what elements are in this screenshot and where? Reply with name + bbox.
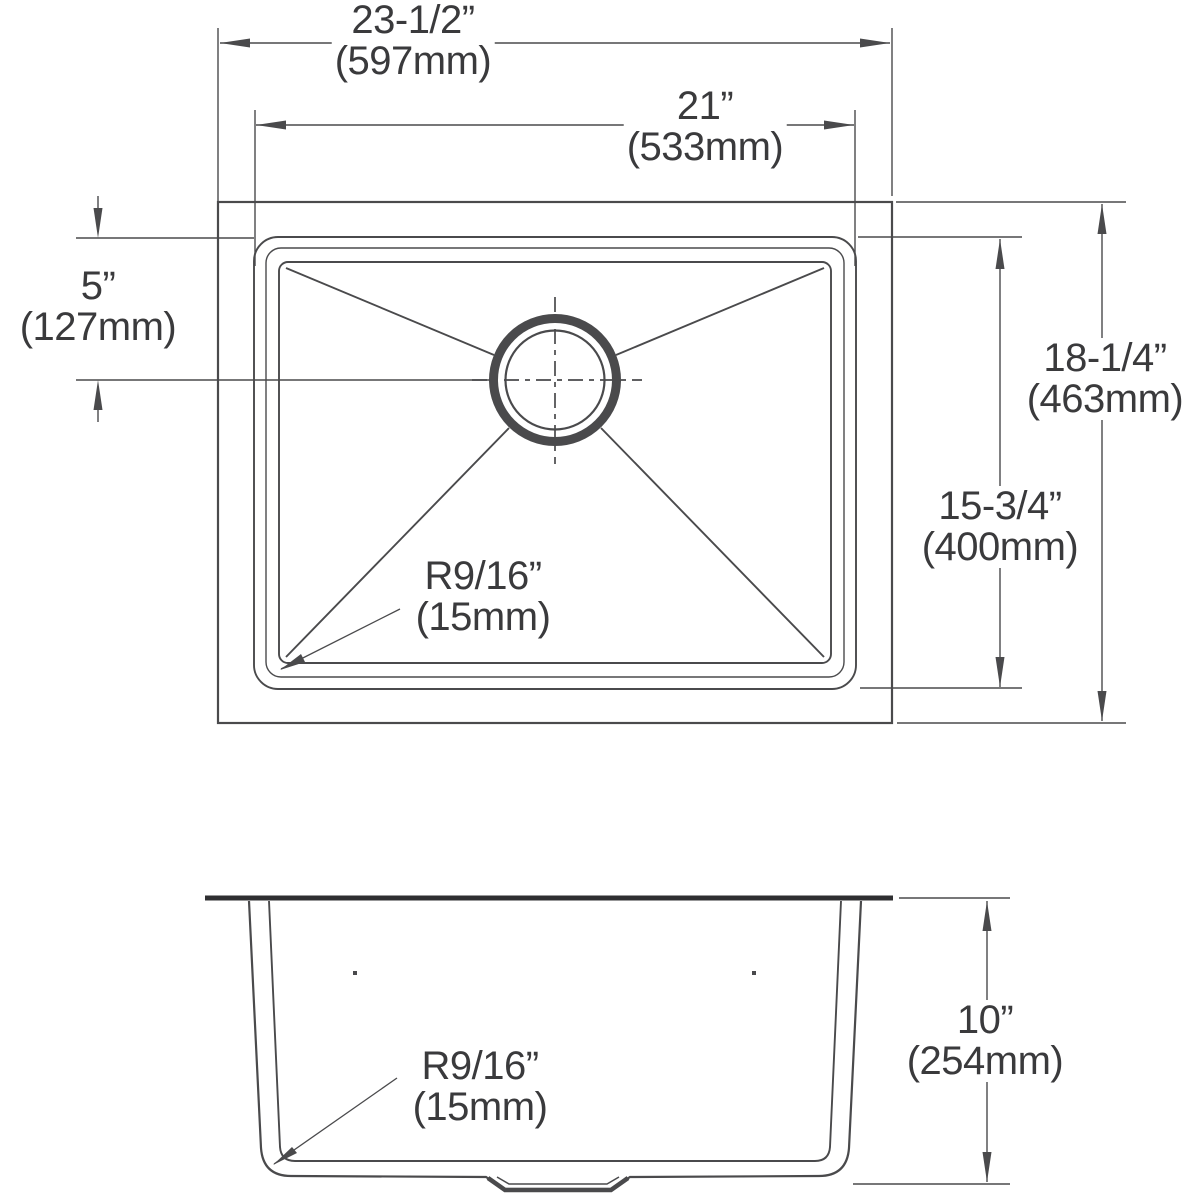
arrow-up-icon [982, 901, 992, 931]
arrow-left-icon [256, 120, 286, 130]
label-overall-front-to-back-inches: 18-1/4” [1043, 336, 1167, 380]
label-overall-front-to-back: 18-1/4” (463mm) [1023, 336, 1187, 421]
arrow-down-icon [93, 208, 103, 238]
arrow-down-icon [1097, 691, 1107, 721]
leader-arrow-icon [280, 654, 305, 670]
label-drain-offset-metric: (127mm) [19, 305, 177, 349]
crease-top-right [615, 267, 825, 356]
label-overall-front-to-back-metric: (463mm) [1026, 377, 1184, 421]
leader-line-radius-front [273, 1077, 398, 1165]
reference-dot-left [353, 971, 357, 975]
label-corner-radius-front-inches: R9/16” [421, 1044, 539, 1088]
bowl-rim-inner-line [265, 247, 845, 678]
crease-bottom-left [285, 427, 510, 658]
sink-outer-rim [216, 200, 894, 725]
arrow-right-icon [860, 38, 890, 48]
arrow-right-icon [824, 120, 854, 130]
bowl-bottom-edge [278, 261, 832, 664]
label-corner-radius-plan-inches: R9/16” [424, 554, 542, 598]
label-drain-offset-inches: 5” [80, 264, 116, 308]
label-bowl-depth-inches: 10” [956, 998, 1014, 1042]
label-drain-offset: 5” (127mm) [16, 264, 180, 349]
label-corner-radius-plan: R9/16” (15mm) [412, 554, 554, 639]
crease-bottom-right [600, 427, 825, 658]
label-overall-width-inches: 23-1/2” [351, 0, 475, 42]
label-corner-radius-plan-metric: (15mm) [415, 595, 551, 639]
label-bowl-front-to-back: 15-3/4” (400mm) [918, 484, 1082, 569]
label-corner-radius-front-metric: (15mm) [412, 1085, 548, 1129]
crease-top-left [285, 267, 495, 356]
top-view [76, 28, 1126, 725]
bowl-inner-wall [268, 900, 842, 1162]
label-corner-radius-front: R9/16” (15mm) [409, 1044, 551, 1129]
label-overall-width: 23-1/2” (597mm) [331, 0, 495, 83]
label-bowl-front-to-back-inches: 15-3/4” [938, 484, 1062, 528]
label-bowl-depth: 10” (254mm) [903, 998, 1067, 1083]
label-overall-width-metric: (597mm) [334, 39, 492, 83]
drain-fitting-outline [486, 1176, 630, 1193]
label-bowl-width-inches: 21” [676, 84, 734, 128]
arrow-up-icon [995, 239, 1005, 269]
bowl-top-edge [253, 236, 857, 690]
reference-dot-right [752, 971, 756, 975]
bowl-outer-shell [247, 900, 863, 1191]
leader-arrow-icon [273, 1147, 297, 1165]
arrow-up-icon [1097, 204, 1107, 234]
arrow-down-icon [995, 657, 1005, 687]
arrow-up-icon [93, 380, 103, 410]
arrow-left-icon [220, 38, 250, 48]
label-bowl-width-metric: (533mm) [626, 125, 784, 169]
label-bowl-depth-metric: (254mm) [906, 1039, 1064, 1083]
drain-fitting-inner-line [496, 1176, 620, 1185]
label-bowl-width: 21” (533mm) [623, 84, 787, 169]
label-bowl-front-to-back-metric: (400mm) [921, 525, 1079, 569]
front-view [205, 895, 1010, 1193]
arrow-down-icon [982, 1152, 992, 1182]
